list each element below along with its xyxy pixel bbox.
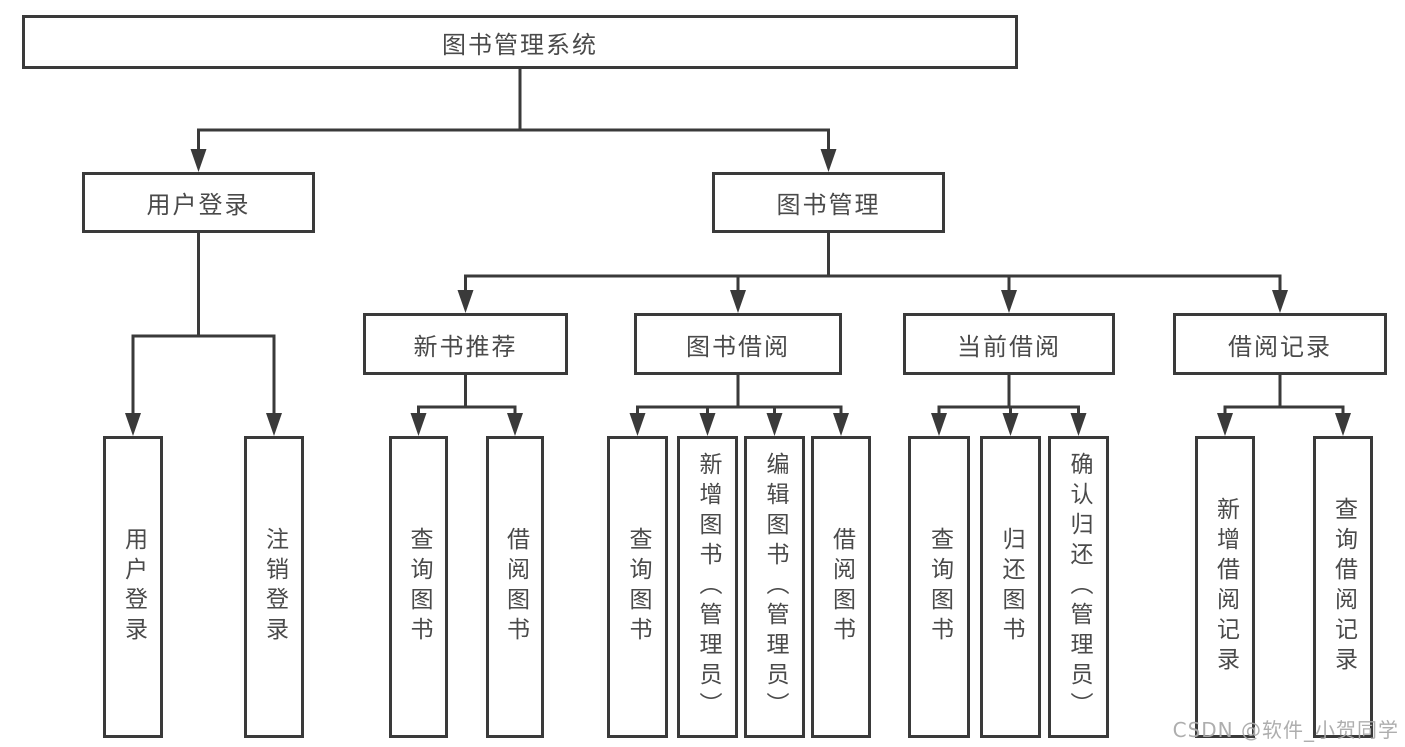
leaf-borrow-books-borrowing: 借阅图书 (811, 436, 871, 738)
node-borrowing-records: 借阅记录 (1173, 313, 1387, 375)
node-book-borrowing-label: 图书借阅 (686, 332, 790, 361)
node-new-book-recommend-label: 新书推荐 (413, 332, 518, 361)
leaf-query-books-recommend: 查询图书 (389, 436, 448, 738)
leaf-query-books-current: 查询图书 (908, 436, 970, 738)
leaf-user-login-label: 用户登录 (120, 527, 147, 647)
leaf-add-borrow-record-label: 新增借阅记录 (1212, 497, 1239, 677)
leaf-edit-books-admin-label: 编辑图书（管理员） (762, 452, 788, 722)
leaf-add-borrow-record: 新增借阅记录 (1195, 436, 1255, 738)
leaf-return-books-label: 归还图书 (998, 527, 1024, 647)
node-current-borrowing-label: 当前借阅 (957, 332, 1061, 361)
leaf-query-books-recommend-label: 查询图书 (406, 527, 432, 647)
leaf-query-borrow-record: 查询借阅记录 (1313, 436, 1373, 738)
leaf-confirm-return-admin-label: 确认归还（管理员） (1066, 452, 1092, 722)
leaf-borrow-books-borrowing-label: 借阅图书 (828, 527, 855, 647)
leaf-query-books-borrowing: 查询图书 (607, 436, 668, 738)
leaf-logout-label: 注销登录 (261, 527, 288, 647)
watermark-text: CSDN @软件_小贺同学 (1172, 718, 1399, 742)
node-book-management: 图书管理 (712, 172, 945, 233)
leaf-query-books-borrowing-label: 查询图书 (625, 527, 651, 647)
leaf-query-borrow-record-label: 查询借阅记录 (1330, 497, 1357, 677)
node-user-login: 用户登录 (82, 172, 315, 233)
leaf-user-login: 用户登录 (103, 436, 163, 738)
leaf-add-books-admin: 新增图书（管理员） (677, 436, 738, 738)
node-borrowing-records-label: 借阅记录 (1228, 332, 1332, 361)
leaf-add-books-admin-label: 新增图书（管理员） (695, 452, 721, 722)
leaf-edit-books-admin: 编辑图书（管理员） (744, 436, 805, 738)
leaf-borrow-books-recommend-label: 借阅图书 (502, 527, 529, 647)
leaf-query-books-current-label: 查询图书 (926, 527, 953, 647)
node-book-management-label: 图书管理 (776, 191, 881, 219)
node-current-borrowing: 当前借阅 (903, 313, 1115, 375)
node-user-login-label: 用户登录 (146, 191, 251, 219)
node-new-book-recommend: 新书推荐 (363, 313, 568, 375)
leaf-return-books: 归还图书 (980, 436, 1041, 738)
node-book-borrowing: 图书借阅 (634, 313, 842, 375)
leaf-confirm-return-admin: 确认归还（管理员） (1048, 436, 1109, 738)
leaf-logout: 注销登录 (244, 436, 304, 738)
leaf-borrow-books-recommend: 借阅图书 (486, 436, 544, 738)
node-root-system-label: 图书管理系统 (442, 30, 598, 59)
node-root-system: 图书管理系统 (22, 15, 1018, 69)
